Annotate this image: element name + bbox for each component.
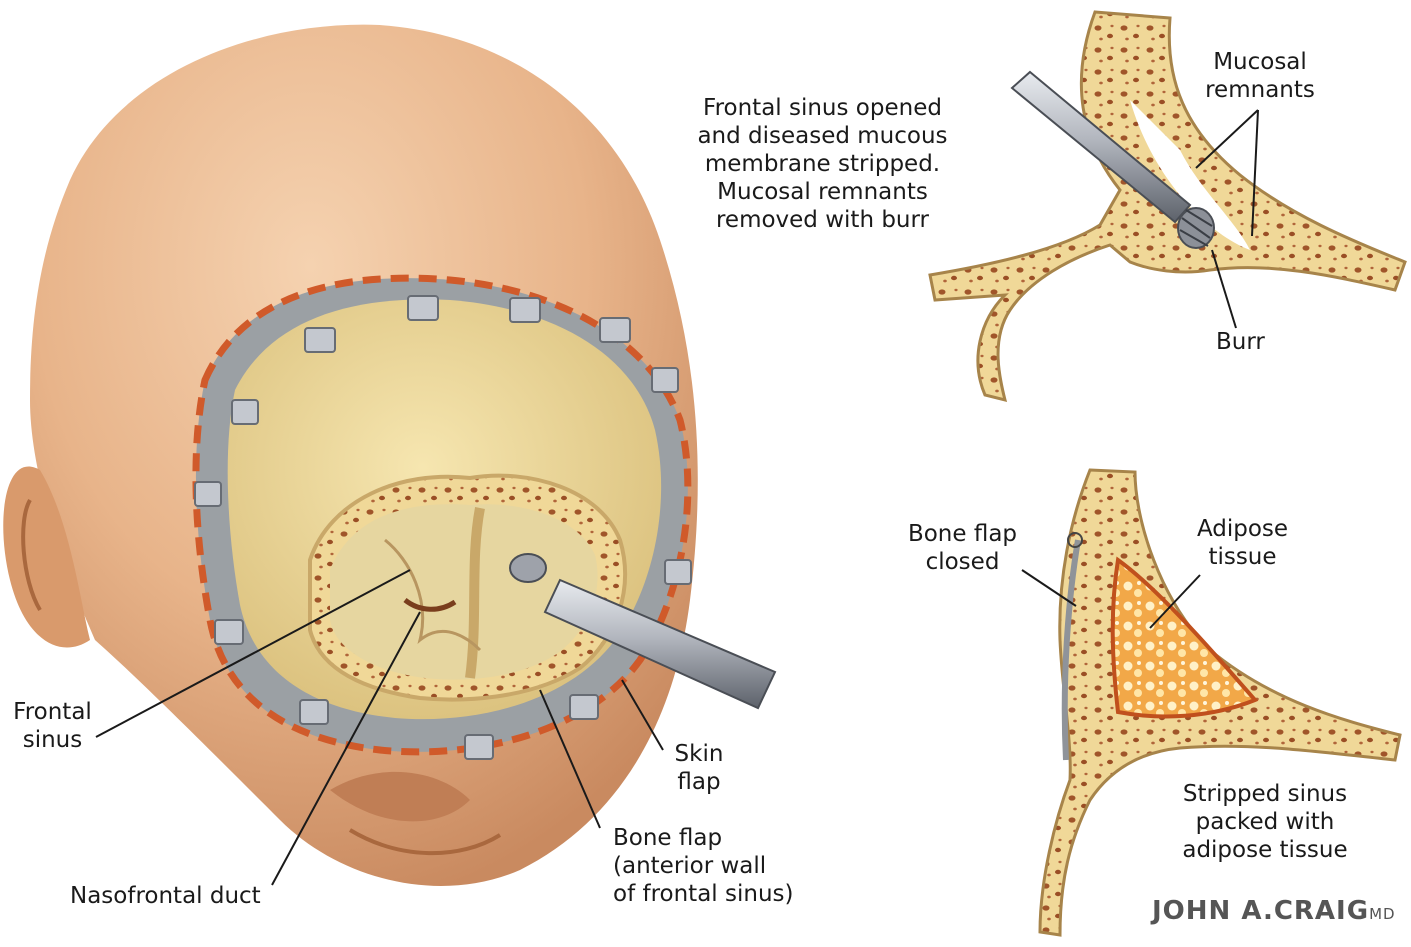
label-line: closed bbox=[925, 549, 1000, 575]
artist-signature: JOHN A.CRAIGMD bbox=[1152, 896, 1396, 926]
label-line: sinus bbox=[22, 727, 83, 753]
label-mucosal-remnants: Mucosal remnants bbox=[1195, 48, 1325, 104]
label-line: Frontal bbox=[13, 699, 92, 725]
label-line: Bone flap bbox=[613, 825, 723, 851]
skin-retractor-clip-icon bbox=[194, 295, 692, 760]
label-frontal-sinus: Frontal sinus bbox=[5, 698, 100, 754]
label-bone-flap-closed: Bone flap closed bbox=[900, 520, 1025, 576]
label-burr: Burr bbox=[1216, 328, 1265, 356]
label-line: membrane stripped. bbox=[704, 151, 941, 177]
label-line: removed with burr bbox=[715, 207, 930, 233]
label-line: Mucosal remnants bbox=[717, 179, 928, 205]
label-nasofrontal-duct: Nasofrontal duct bbox=[70, 882, 261, 910]
label-line: flap bbox=[677, 769, 721, 795]
label-line: and diseased mucous bbox=[697, 123, 948, 149]
label-line: adipose tissue bbox=[1182, 837, 1348, 863]
label-line: (anterior wall bbox=[613, 853, 767, 879]
label-line: packed with bbox=[1195, 809, 1335, 835]
label-adipose-tissue: Adipose tissue bbox=[1185, 515, 1300, 571]
label-line: Burr bbox=[1216, 329, 1265, 355]
label-stripped-sinus: Stripped sinus packed with adipose tissu… bbox=[1175, 780, 1355, 864]
leader-lines bbox=[95, 109, 1259, 886]
sinus-cross-section-top bbox=[928, 10, 1407, 403]
label-line: tissue bbox=[1208, 544, 1277, 570]
label-bone-flap: Bone flap (anterior wall of frontal sinu… bbox=[613, 824, 793, 908]
head-illustration bbox=[3, 24, 698, 886]
label-line: Skin bbox=[674, 741, 724, 767]
signature-suffix: MD bbox=[1369, 905, 1396, 923]
label-line: Frontal sinus opened bbox=[703, 95, 942, 121]
burr-instrument-icon bbox=[509, 553, 777, 710]
label-line: Stripped sinus bbox=[1182, 781, 1348, 807]
label-line: Bone flap bbox=[907, 521, 1018, 547]
label-line: remnants bbox=[1205, 77, 1315, 103]
label-skin-flap: Skin flap bbox=[668, 740, 730, 796]
sinus-cross-section-bottom bbox=[1038, 468, 1402, 937]
label-sinus-opened: Frontal sinus opened and diseased mucous… bbox=[690, 94, 955, 234]
label-line: Nasofrontal duct bbox=[70, 883, 261, 909]
label-line: Mucosal bbox=[1213, 49, 1307, 75]
signature-name: JOHN A.CRAIG bbox=[1152, 896, 1370, 926]
label-line: of frontal sinus) bbox=[613, 881, 794, 907]
label-line: Adipose bbox=[1196, 516, 1289, 542]
